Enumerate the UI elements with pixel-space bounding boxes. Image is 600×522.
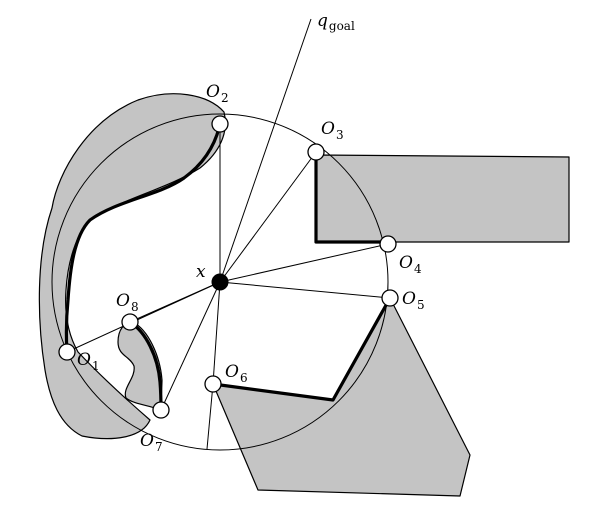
node-o2 bbox=[211, 115, 229, 133]
boundary-left bbox=[64, 122, 222, 354]
obstacle-bottom-polygon bbox=[212, 297, 471, 497]
node-o7 bbox=[152, 401, 170, 419]
node-o1 bbox=[58, 343, 76, 361]
ray-o8 bbox=[129, 281, 221, 323]
ray-o6-extension bbox=[206, 383, 214, 450]
label-x: x bbox=[196, 262, 206, 282]
label-o8: O8 bbox=[116, 291, 139, 314]
boundary-rectangle bbox=[314, 150, 390, 244]
node-x bbox=[211, 273, 229, 291]
label-qgoal: qgoal bbox=[317, 11, 355, 33]
label-o4: O4 bbox=[399, 253, 422, 276]
sensor-circle bbox=[51, 113, 389, 451]
ray-o7 bbox=[160, 281, 221, 411]
node-o6 bbox=[204, 375, 222, 393]
label-o5: O5 bbox=[402, 289, 425, 312]
label-o1: O1 bbox=[77, 350, 100, 373]
node-o3 bbox=[307, 143, 325, 161]
ray-o4 bbox=[219, 243, 389, 283]
label-o3: O3 bbox=[321, 119, 344, 142]
obstacle-right-rectangle bbox=[315, 154, 570, 243]
obstacle-left-notch bbox=[117, 321, 163, 411]
label-o6: O6 bbox=[225, 362, 248, 385]
obstacle-left bbox=[38, 93, 226, 440]
goal-ray bbox=[219, 18, 312, 283]
node-o8 bbox=[121, 313, 139, 331]
node-o4 bbox=[379, 235, 397, 253]
label-o2: O2 bbox=[206, 82, 229, 105]
ray-o3 bbox=[219, 151, 317, 283]
boundary-bottom bbox=[211, 296, 392, 402]
label-o7: O7 bbox=[140, 431, 163, 454]
ray-o5 bbox=[219, 281, 391, 299]
ray-o6 bbox=[212, 281, 221, 385]
node-o5 bbox=[381, 289, 399, 307]
